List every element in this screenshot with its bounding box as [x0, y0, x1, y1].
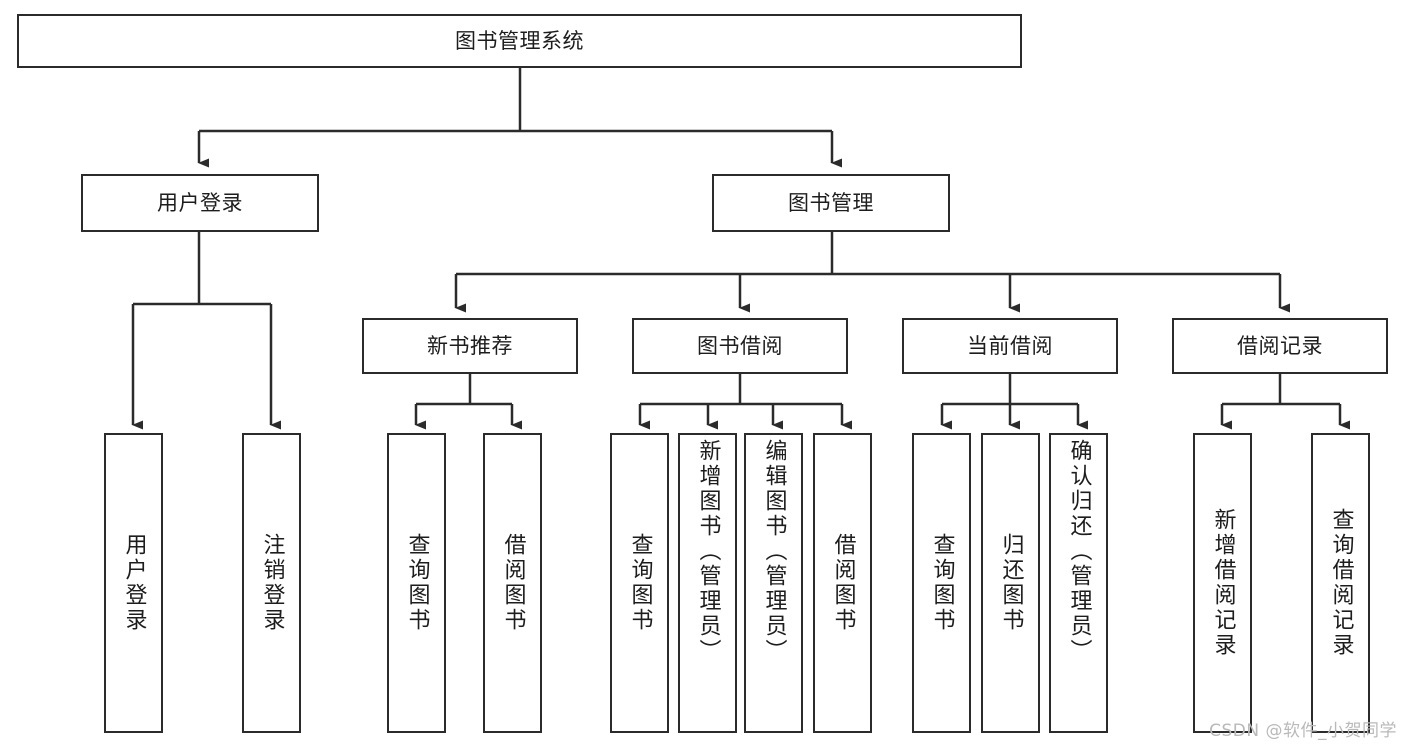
- node-label: 确认归还（管理员）: [1066, 439, 1092, 664]
- node-book-management[interactable]: 图书管理: [712, 174, 950, 232]
- node-label: 归还图书: [998, 533, 1024, 633]
- node-label: 查询图书: [627, 533, 653, 633]
- node-label: 图书管理系统: [455, 28, 584, 53]
- node-label: 图书管理: [788, 190, 874, 215]
- leaf-query-book-new[interactable]: 查询图书: [387, 433, 446, 733]
- node-label: 图书借阅: [697, 333, 783, 358]
- leaf-add-book-admin[interactable]: 新增图书（管理员）: [678, 433, 737, 733]
- node-label: 当前借阅: [967, 333, 1053, 358]
- node-root-book-management-system[interactable]: 图书管理系统: [17, 14, 1022, 68]
- node-label: 借阅图书: [500, 533, 526, 633]
- leaf-confirm-return-admin[interactable]: 确认归还（管理员）: [1049, 433, 1108, 733]
- leaf-query-book-borrow[interactable]: 查询图书: [610, 433, 669, 733]
- leaf-user-login[interactable]: 用户登录: [104, 433, 163, 733]
- leaf-query-book-current[interactable]: 查询图书: [912, 433, 971, 733]
- node-new-book-recommendation[interactable]: 新书推荐: [362, 318, 578, 374]
- watermark-text: CSDN @软件_小贺同学: [1209, 721, 1397, 741]
- node-label: 注销登录: [259, 533, 285, 633]
- leaf-borrow-book[interactable]: 借阅图书: [813, 433, 872, 733]
- node-user-login[interactable]: 用户登录: [81, 174, 319, 232]
- leaf-return-book[interactable]: 归还图书: [981, 433, 1040, 733]
- node-label: 借阅记录: [1237, 333, 1323, 358]
- node-label: 查询图书: [404, 533, 430, 633]
- node-label: 用户登录: [121, 533, 147, 633]
- leaf-borrow-book-new[interactable]: 借阅图书: [483, 433, 542, 733]
- leaf-add-borrow-record[interactable]: 新增借阅记录: [1193, 433, 1252, 733]
- leaf-edit-book-admin[interactable]: 编辑图书（管理员）: [744, 433, 803, 733]
- node-label: 新书推荐: [427, 333, 513, 358]
- leaf-logout[interactable]: 注销登录: [242, 433, 301, 733]
- node-label: 查询图书: [929, 533, 955, 633]
- node-borrowing-record[interactable]: 借阅记录: [1172, 318, 1388, 374]
- leaf-query-borrow-record[interactable]: 查询借阅记录: [1311, 433, 1370, 733]
- node-label: 借阅图书: [830, 533, 856, 633]
- node-label: 编辑图书（管理员）: [761, 439, 787, 664]
- node-label: 查询借阅记录: [1328, 508, 1354, 658]
- node-label: 用户登录: [157, 190, 243, 215]
- node-label: 新增图书（管理员）: [695, 439, 721, 664]
- node-current-borrowing[interactable]: 当前借阅: [902, 318, 1118, 374]
- node-book-borrowing[interactable]: 图书借阅: [632, 318, 848, 374]
- node-label: 新增借阅记录: [1210, 508, 1236, 658]
